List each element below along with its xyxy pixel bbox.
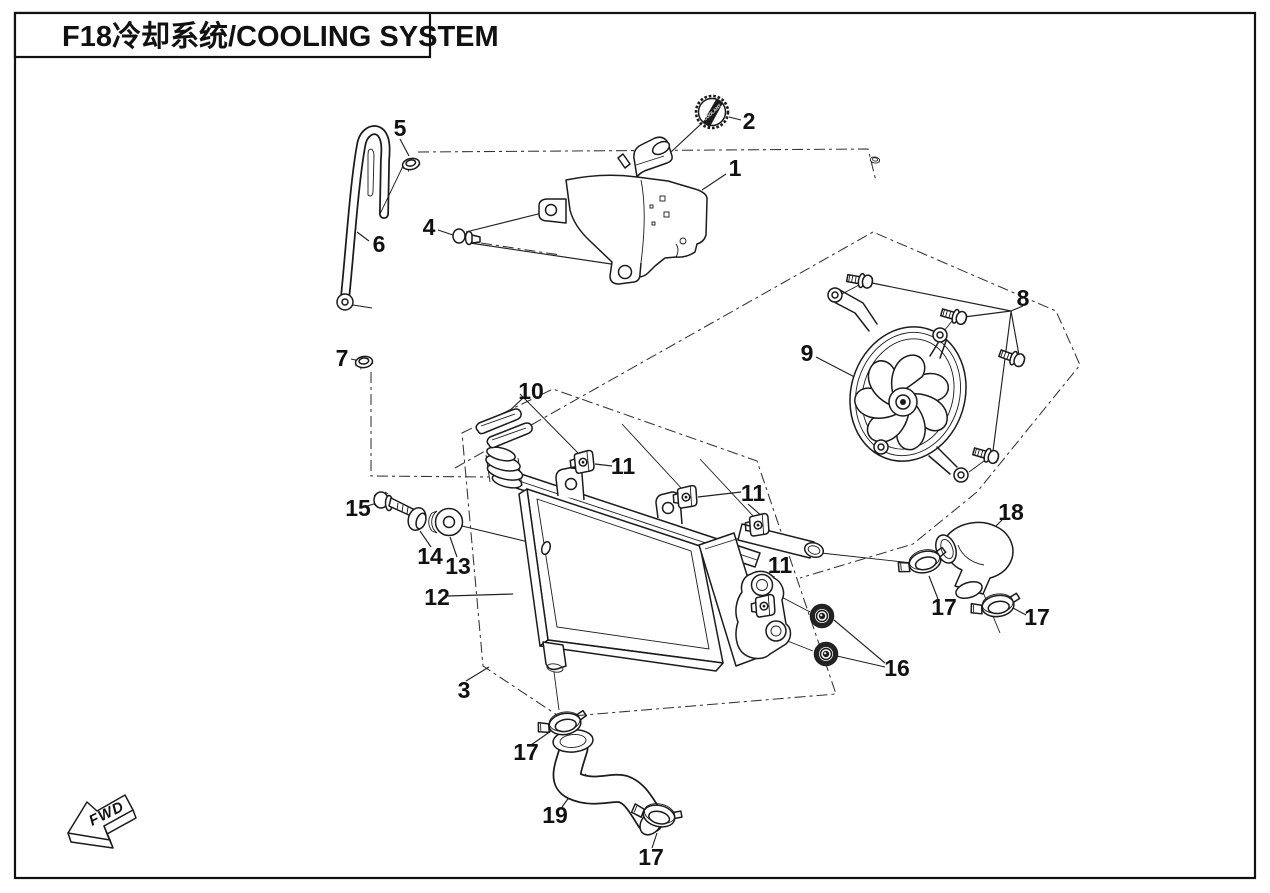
- callout-11-a: 11: [611, 453, 636, 479]
- overflow-tube-bracket: [336, 125, 404, 311]
- callout-15: 15: [345, 495, 371, 521]
- grommet-16: [812, 640, 840, 668]
- callout-4: 4: [423, 214, 436, 240]
- radiator-filler-neck: [485, 446, 524, 489]
- bolt-4: [452, 228, 481, 246]
- callout-7: 7: [336, 345, 349, 371]
- coolant-reservoir: [538, 136, 708, 285]
- page-border: [13, 11, 1257, 880]
- radiator-bracket-tab: [555, 466, 683, 525]
- callout-1: 1: [729, 155, 742, 181]
- reservoir-cap: COOLANT: [694, 94, 730, 130]
- callout-8: 8: [1017, 285, 1030, 311]
- callout-11-b: 11: [741, 480, 766, 506]
- callout-18: 18: [998, 499, 1024, 525]
- fan-blades: [853, 354, 949, 451]
- radiator-cap-parts: [475, 408, 533, 449]
- callout-19: 19: [542, 802, 568, 828]
- callout-16: 16: [884, 655, 910, 681]
- callout-2: 2: [743, 108, 756, 134]
- callout-17-a: 17: [931, 594, 957, 620]
- callout-3: 3: [458, 677, 471, 703]
- callout-17-c: 17: [513, 739, 539, 765]
- callout-12: 12: [424, 584, 450, 610]
- callout-17-d: 17: [638, 844, 664, 870]
- callout-5: 5: [394, 115, 407, 141]
- callouts: 5 2 1 4 6 7 8 9 10 11 11 15 14 13 18 12 …: [336, 108, 1050, 870]
- radiator-mount-hardware: [373, 491, 464, 537]
- cooling-fan: [827, 287, 969, 483]
- callout-17-b: 17: [1024, 604, 1050, 630]
- callout-14: 14: [417, 543, 443, 569]
- callout-11-c: 11: [768, 552, 793, 578]
- callout-10: 10: [518, 378, 544, 404]
- phantom-outlines: [370, 148, 1081, 718]
- page-title: F18冷却系统/COOLING SYSTEM: [62, 19, 499, 53]
- radiator: [485, 446, 825, 673]
- callout-13: 13: [445, 553, 471, 579]
- callout-9: 9: [801, 340, 814, 366]
- grommet-16: [808, 602, 836, 630]
- callout-6: 6: [373, 231, 386, 257]
